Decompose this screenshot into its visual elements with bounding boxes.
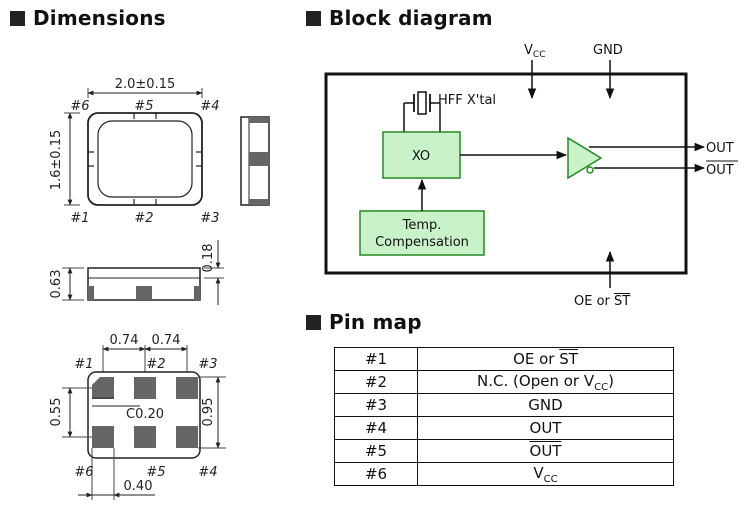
pad-label: #5 — [146, 465, 165, 480]
pin-number-cell: #2 — [334, 370, 418, 394]
block-diagram-title-text: Block diagram — [329, 6, 493, 30]
package-front-view: 0.63 0.18 — [49, 240, 224, 305]
crystal-label: HFF X'tal — [438, 93, 496, 108]
pin-function-cell: GND — [417, 393, 674, 417]
pin-map-title-text: Pin map — [329, 310, 422, 334]
table-row: #5 OUT — [334, 439, 674, 463]
pin-function-text: OUT — [529, 442, 562, 460]
xo-block — [382, 131, 461, 179]
pin-label: #1 — [70, 211, 89, 226]
out-label: OUT — [706, 141, 734, 156]
gnd-label: GND — [593, 43, 623, 58]
dimensions-title: Dimensions — [10, 6, 166, 30]
pad-pitch-a: 0.74 — [110, 333, 139, 348]
pad-label: #6 — [74, 465, 93, 480]
pad-label: #2 — [146, 357, 165, 372]
height-dimension: 1.6±0.15 — [49, 130, 64, 191]
pin-function-text: ST — [559, 350, 578, 368]
pad-height-dimension: 0.55 — [49, 398, 64, 427]
pad-pitch-b: 0.74 — [152, 333, 181, 348]
pin-label: #2 — [134, 211, 153, 226]
block-diagram-title: Block diagram — [306, 6, 493, 30]
xo-label: XO — [412, 149, 430, 164]
package-side-view — [240, 116, 270, 206]
width-dimension: 2.0±0.15 — [115, 77, 176, 92]
oe-st-label: OE or ST — [574, 294, 630, 309]
crystal-icon — [403, 91, 441, 132]
table-row: #3 GND — [334, 393, 674, 417]
st-label: ST — [614, 294, 631, 309]
pin-function-text: ) — [608, 371, 614, 390]
pad-width-dimension: 0.40 — [124, 479, 153, 494]
pin-label: #6 — [70, 99, 89, 114]
pin-label: #3 — [200, 211, 219, 226]
temp-label-line2: Compensation — [375, 235, 469, 250]
out-bar-label: OUT — [706, 163, 734, 178]
pin-number-cell: #5 — [334, 439, 418, 463]
pin-label: #4 — [200, 99, 219, 114]
pin-function-text: V — [533, 463, 544, 482]
pin-number-cell: #4 — [334, 416, 418, 440]
pin-function-cell: VCC — [417, 462, 674, 486]
vcc-label: VCC — [524, 43, 545, 60]
pin-function-cell: OUT — [417, 439, 674, 463]
dimensions-drawing: 2.0±0.15 1.6±0.15 #6 #5 #4 #1 #2 #3 — [49, 77, 270, 500]
square-bullet-icon — [10, 11, 25, 26]
pin-function-cell: OE or ST — [417, 347, 674, 371]
pin-label: #5 — [134, 99, 153, 114]
square-bullet-icon — [306, 11, 321, 26]
pin-number-cell: #6 — [334, 462, 418, 486]
top-thickness-dimension: 0.18 — [201, 244, 216, 273]
pin-function-cell: N.C. (Open or VCC) — [417, 370, 674, 394]
pad-layout-view: 0.74 0.74 C0.20 0.55 0.95 0.40 #1 #2 #3 … — [49, 333, 226, 500]
oe-prefix: OE or — [574, 294, 615, 309]
thickness-dimension: 0.63 — [49, 270, 64, 299]
pin-function-text: GND — [528, 396, 563, 414]
pin-function-text: N.C. (Open or V — [477, 371, 595, 390]
table-row: #4 OUT — [334, 416, 674, 440]
chamfer-label: C0.20 — [126, 407, 164, 422]
output-buffer-icon — [567, 136, 603, 180]
pad-label: #3 — [198, 357, 217, 372]
pad-label: #4 — [198, 465, 217, 480]
square-bullet-icon — [306, 315, 321, 330]
pin-function-text: OE or — [513, 350, 560, 368]
pad-label: #1 — [74, 357, 93, 372]
pin-function-cell: OUT — [417, 416, 674, 440]
temp-compensation-block — [359, 210, 485, 256]
pin-number-cell: #1 — [334, 347, 418, 371]
pin-number-cell: #3 — [334, 393, 418, 417]
block-diagram: VCC GND HFF X'tal XO Temp. Compensation … — [324, 43, 738, 288]
pin-function-text: OUT — [529, 419, 562, 437]
pin-function-text: CC — [543, 473, 558, 485]
pad-span-dimension: 0.95 — [201, 398, 216, 427]
temp-label-line1: Temp. — [402, 218, 442, 233]
package-top-view: 2.0±0.15 1.6±0.15 #6 #5 #4 #1 #2 #3 — [49, 77, 220, 226]
dimensions-title-text: Dimensions — [33, 6, 166, 30]
pin-function-text: CC — [594, 381, 609, 393]
pin-map-title: Pin map — [306, 310, 422, 334]
